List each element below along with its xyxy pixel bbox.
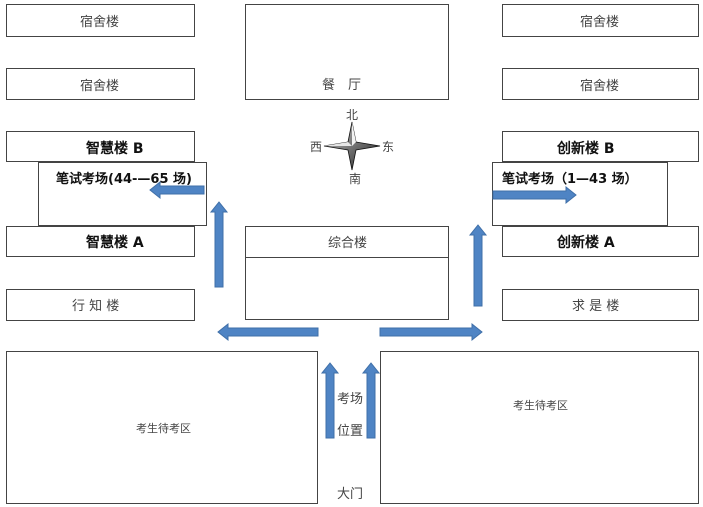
exam-location-line2: 位置 xyxy=(337,424,364,439)
dorm-building-top-left-1 xyxy=(6,4,195,37)
chuangxin-building-a xyxy=(502,226,699,257)
zonghe-building xyxy=(245,226,449,320)
canteen-label: 餐 厅 xyxy=(322,78,362,93)
arrow-up-icon xyxy=(468,224,488,307)
chuangxin-building-b xyxy=(502,131,699,162)
arrow-right-icon xyxy=(379,322,483,342)
canteen-building xyxy=(245,4,449,100)
arrow-right-icon xyxy=(492,185,577,205)
dorm-label: 宿舍楼 xyxy=(80,79,120,94)
chuangxin-a-label: 创新楼 A xyxy=(557,235,615,251)
chuangxin-b-label: 创新楼 B xyxy=(557,141,615,157)
exam-room-right-label: 笔试考场（1—43 场） xyxy=(502,172,638,187)
dorm-building-top-right-2 xyxy=(502,68,699,100)
arrow-up-icon xyxy=(361,362,381,439)
waiting-area-left-label: 考生待考区 xyxy=(136,422,191,435)
dorm-label: 宿舍楼 xyxy=(80,15,120,30)
arrow-left-icon xyxy=(149,180,205,200)
arrow-up-icon xyxy=(320,362,340,439)
qiushi-label: 求 是 楼 xyxy=(572,299,620,314)
arrow-up-icon xyxy=(209,201,229,288)
zhihui-building-a xyxy=(6,226,195,257)
dorm-label: 宿舍楼 xyxy=(580,79,620,94)
waiting-area-right xyxy=(380,351,699,504)
exam-location-line1: 考场 xyxy=(337,392,364,407)
waiting-area-left xyxy=(6,351,318,504)
zhihui-b-label: 智慧楼 B xyxy=(86,141,144,157)
xingzhi-building xyxy=(6,289,195,321)
dorm-building-top-right-1 xyxy=(502,4,699,37)
compass-east-label: 东 xyxy=(382,140,395,154)
zonghe-divider xyxy=(245,257,449,258)
main-gate-label: 大门 xyxy=(337,487,364,502)
qiushi-building xyxy=(502,289,699,321)
dorm-building-top-left-2 xyxy=(6,68,195,100)
zhihui-a-label: 智慧楼 A xyxy=(86,235,144,251)
xingzhi-label: 行 知 楼 xyxy=(72,299,120,314)
compass-north-label: 北 xyxy=(346,108,359,122)
compass-west-label: 西 xyxy=(310,140,323,154)
zhihui-building-b xyxy=(6,131,195,162)
compass-rose-icon xyxy=(323,121,381,171)
waiting-area-right-label: 考生待考区 xyxy=(513,399,568,412)
dorm-label: 宿舍楼 xyxy=(580,15,620,30)
zonghe-label: 综合楼 xyxy=(328,236,368,251)
arrow-left-icon xyxy=(217,322,319,342)
compass-south-label: 南 xyxy=(349,172,362,186)
